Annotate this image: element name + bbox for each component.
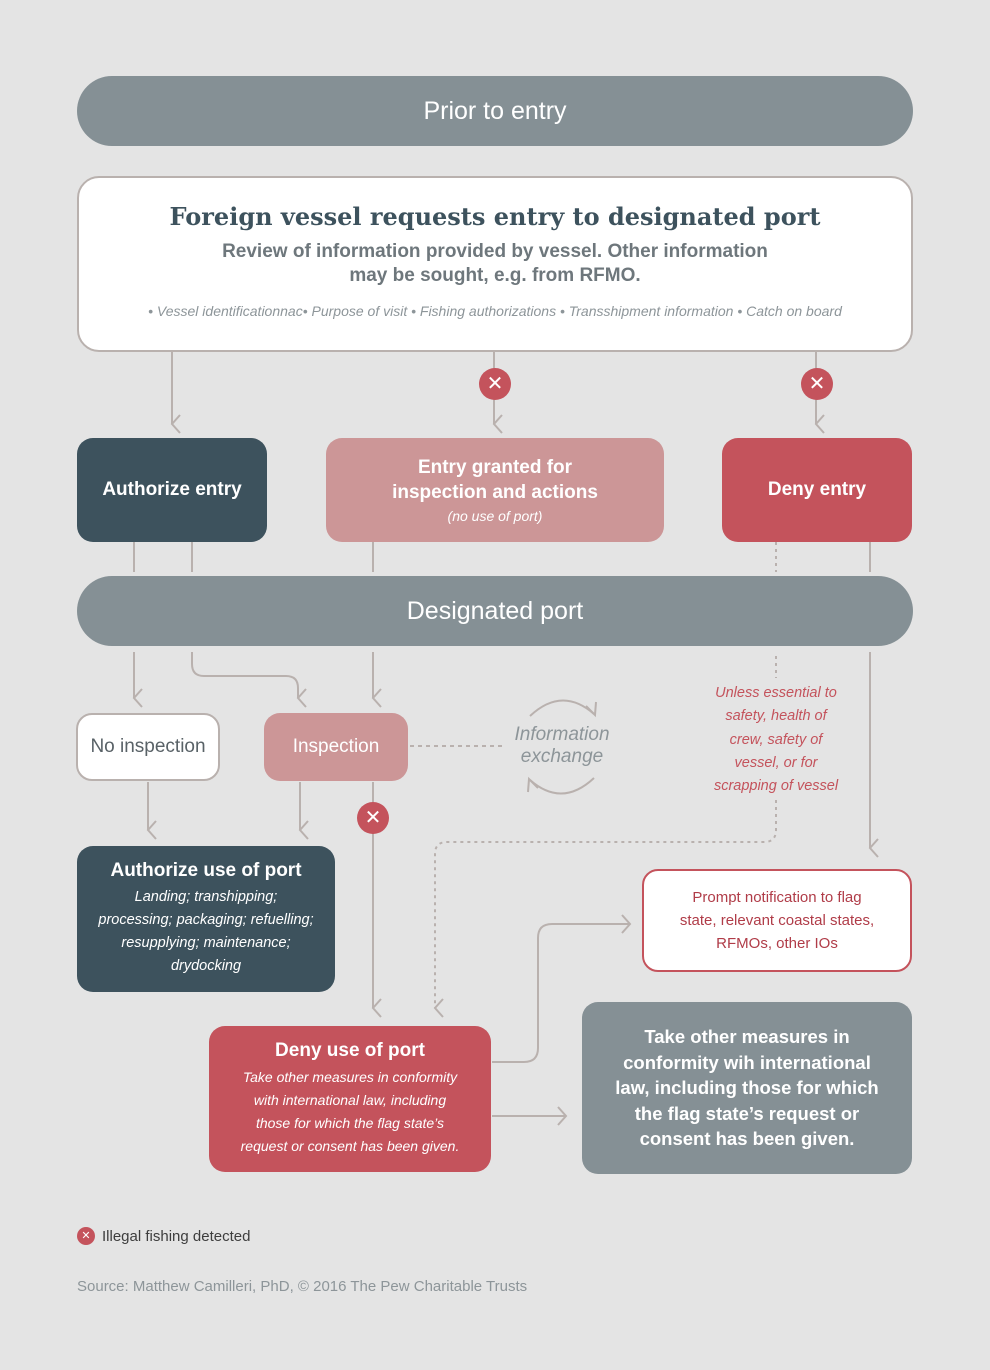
legend-x-icon: ✕ [77, 1227, 95, 1245]
deny-use-box: Deny use of port Take other measures in … [209, 1026, 491, 1172]
deny-entry-label: Deny entry [767, 479, 867, 500]
other-measures-line: conformity wih international [623, 1051, 871, 1073]
unless-line: Unless essential to [715, 685, 837, 701]
unless-line: scrapping of vessel [713, 778, 839, 795]
other-measures-box: Take other measures in conformity wih in… [582, 1002, 912, 1174]
vessel-request-box: Foreign vessel requests entry to designa… [77, 176, 913, 352]
entry-granted-line2: inspection and actions [392, 481, 598, 503]
authorize-use-line: drydocking [170, 958, 242, 974]
unless-essential-note: Unless essential to safety, health of cr… [690, 682, 862, 798]
information-exchange-line2: exchange [520, 746, 604, 767]
designated-port-band: Designated port [77, 576, 913, 646]
information-exchange-line1: Information [514, 724, 610, 745]
information-exchange: Information exchange [500, 724, 624, 768]
prior-to-entry-label: Prior to entry [423, 96, 567, 125]
inspection-box: Inspection [264, 713, 408, 781]
illegal-fishing-x-icon: ✕ [357, 802, 389, 834]
other-measures-line: law, including those for which [615, 1077, 879, 1099]
authorize-entry-box: Authorize entry [77, 438, 267, 542]
request-subtitle-line2: may be sought, e.g. from RFMO. [349, 265, 641, 286]
unless-line: crew, safety of [729, 731, 823, 748]
arrow-to-inspection-curved [191, 652, 307, 708]
legend-label: Illegal fishing detected [102, 1227, 251, 1245]
deny-use-line: request or consent has been given. [240, 1138, 460, 1154]
notification-line: RFMOs, other IOs [716, 935, 838, 952]
request-items: • Vessel identificationnac• Purpose of v… [148, 303, 842, 319]
no-inspection-box: No inspection [76, 713, 220, 781]
dashed-arrow-to-deny-use [433, 800, 777, 1018]
other-measures-line: Take other measures in [644, 1026, 850, 1048]
authorize-entry-label: Authorize entry [102, 479, 242, 500]
designated-port-label: Designated port [406, 596, 584, 625]
request-title: Foreign vessel requests entry to designa… [169, 202, 821, 231]
request-subtitle-line1: Review of information provided by vessel… [222, 241, 768, 262]
entry-granted-line1: Entry granted for [417, 456, 573, 478]
other-measures-line: the flag state’s request or [634, 1102, 860, 1124]
deny-entry-box: Deny entry [722, 438, 912, 542]
unless-line: safety, health of [725, 708, 827, 725]
prior-to-entry-band: Prior to entry [77, 76, 913, 146]
no-inspection-label: No inspection [90, 736, 206, 757]
deny-use-line: those for which the flag state’s [255, 1115, 445, 1131]
authorize-use-title: Authorize use of port [110, 860, 302, 881]
notification-line: Prompt notification to flag [692, 889, 862, 906]
notification-box: Prompt notification to flag state, relev… [642, 869, 912, 972]
inspection-label: Inspection [292, 736, 380, 757]
unless-line: vessel, or for [734, 754, 818, 771]
authorize-use-line: Landing; transhipping; [134, 889, 278, 905]
illegal-fishing-x-icon: ✕ [479, 368, 511, 400]
entry-granted-box: Entry granted for inspection and actions… [326, 438, 664, 542]
illegal-fishing-x-icon: ✕ [801, 368, 833, 400]
entry-granted-note: (no use of port) [447, 507, 543, 524]
deny-use-title: Deny use of port [275, 1040, 425, 1061]
arrow-deny-use-to-notification [492, 914, 632, 1063]
legend: ✕ Illegal fishing detected [77, 1227, 250, 1245]
deny-use-line: with international law, including [253, 1092, 447, 1108]
authorize-use-box: Authorize use of port Landing; transhipp… [77, 846, 335, 992]
authorize-use-line: resupplying; maintenance; [121, 935, 291, 951]
authorize-use-line: processing; packaging; refuelling; [98, 912, 314, 928]
source-credit: Source: Matthew Camilleri, PhD, © 2016 T… [77, 1278, 528, 1295]
other-measures-line: consent has been given. [639, 1128, 855, 1150]
notification-line: state, relevant coastal states, [679, 912, 875, 929]
deny-use-line: Take other measures in conformity [242, 1069, 458, 1085]
